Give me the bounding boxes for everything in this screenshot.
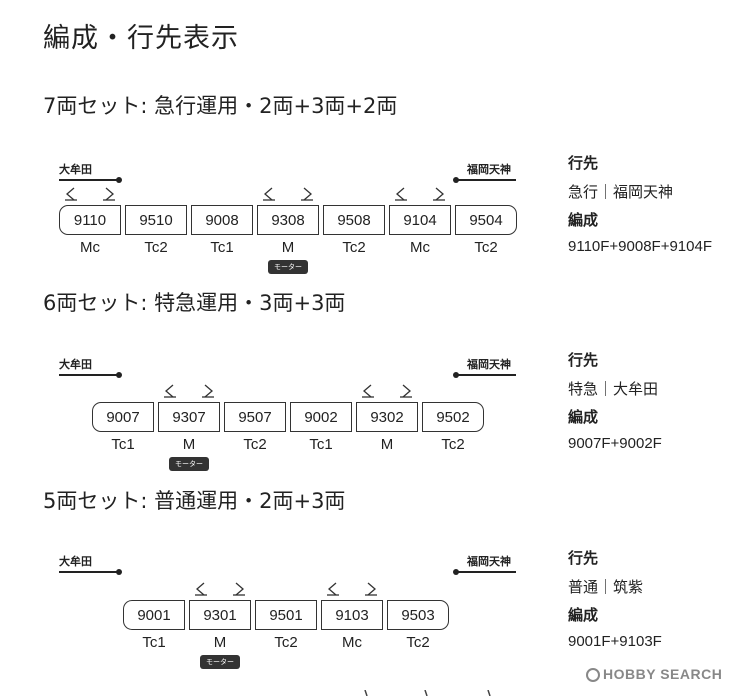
section-title: 6両セット: 特急運用・3両+3両: [43, 291, 346, 315]
section-title: 7両セット: 急行運用・2両+3両+2両: [43, 94, 398, 118]
destination-value: 特急｜大牟田: [568, 381, 659, 398]
route-line-right: [457, 571, 516, 573]
car-type-label: Tc2: [406, 634, 430, 651]
car-type-label: M: [281, 239, 295, 256]
train-car: 9504: [455, 205, 517, 235]
pantograph-icon: [195, 582, 245, 596]
train-car: 9001: [123, 600, 185, 630]
cut-off-marks: [364, 690, 491, 696]
route-line-left: [59, 374, 119, 376]
destination-value: 急行｜福岡天神: [568, 184, 674, 201]
train-car: 9103: [321, 600, 383, 630]
pantograph-icon: [327, 582, 377, 596]
destination-label: 行先: [568, 351, 599, 369]
route-end-dot: [453, 372, 459, 378]
train-car: 9110: [59, 205, 121, 235]
train-car: 9104: [389, 205, 451, 235]
train-car: 9302: [356, 402, 418, 432]
train-car: 9002: [290, 402, 352, 432]
car-type-label: Mc: [410, 239, 430, 256]
route-line-left: [59, 571, 119, 573]
car-type-label: M: [380, 436, 394, 453]
endpoint-right: 福岡天神: [467, 358, 511, 371]
motor-badge: モーター: [268, 260, 308, 274]
route-end-dot: [453, 177, 459, 183]
car-type-label: Tc1: [210, 239, 234, 256]
route-line-left: [59, 179, 119, 181]
formation-label: 編成: [568, 606, 599, 624]
endpoint-left: 大牟田: [59, 358, 92, 371]
train-car: 9510: [125, 205, 187, 235]
train-car: 9307: [158, 402, 220, 432]
watermark-logo-icon: [586, 668, 600, 682]
car-type-label: M: [182, 436, 196, 453]
route-end-dot: [116, 177, 122, 183]
car-type-label: Tc1: [142, 634, 166, 651]
pantograph-icon: [65, 187, 115, 201]
destination-label: 行先: [568, 549, 599, 567]
formation-value: 9110F+9008F+9104F: [568, 238, 713, 255]
car-type-label: Tc2: [144, 239, 168, 256]
train-car: 9008: [191, 205, 253, 235]
route-end-dot: [116, 569, 122, 575]
train-car: 9308: [257, 205, 319, 235]
route-line-right: [457, 179, 516, 181]
pantograph-icon: [362, 384, 412, 398]
route-end-dot: [116, 372, 122, 378]
car-type-label: Tc1: [111, 436, 135, 453]
train-car: 9503: [387, 600, 449, 630]
car-type-label: Tc2: [441, 436, 465, 453]
train-car: 9301: [189, 600, 251, 630]
pantograph-icon: [395, 187, 445, 201]
section-title: 5両セット: 普通運用・2両+3両: [43, 489, 346, 513]
train-car: 9507: [224, 402, 286, 432]
train-car: 9508: [323, 205, 385, 235]
car-type-label: Tc2: [342, 239, 366, 256]
formation-label: 編成: [568, 211, 599, 229]
watermark: HOBBY SEARCH: [603, 666, 723, 682]
pantograph-icon: [263, 187, 313, 201]
formation-value: 9007F+9002F: [568, 435, 662, 452]
page-title: 編成・行先表示: [43, 23, 239, 54]
formation-value: 9001F+9103F: [568, 633, 662, 650]
destination-value: 普通｜筑紫: [568, 579, 644, 596]
route-line-right: [457, 374, 516, 376]
endpoint-left: 大牟田: [59, 163, 92, 176]
endpoint-left: 大牟田: [59, 555, 92, 568]
car-type-label: Tc2: [274, 634, 298, 651]
car-type-label: Tc2: [474, 239, 498, 256]
endpoint-right: 福岡天神: [467, 163, 511, 176]
pantograph-icon: [164, 384, 214, 398]
motor-badge: モーター: [169, 457, 209, 471]
formation-label: 編成: [568, 408, 599, 426]
car-type-label: M: [213, 634, 227, 651]
motor-badge: モーター: [200, 655, 240, 669]
car-type-label: Mc: [80, 239, 100, 256]
train-car: 9501: [255, 600, 317, 630]
destination-label: 行先: [568, 154, 599, 172]
endpoint-right: 福岡天神: [467, 555, 511, 568]
car-type-label: Tc1: [309, 436, 333, 453]
route-end-dot: [453, 569, 459, 575]
car-type-label: Mc: [342, 634, 362, 651]
train-car: 9007: [92, 402, 154, 432]
train-car: 9502: [422, 402, 484, 432]
car-type-label: Tc2: [243, 436, 267, 453]
